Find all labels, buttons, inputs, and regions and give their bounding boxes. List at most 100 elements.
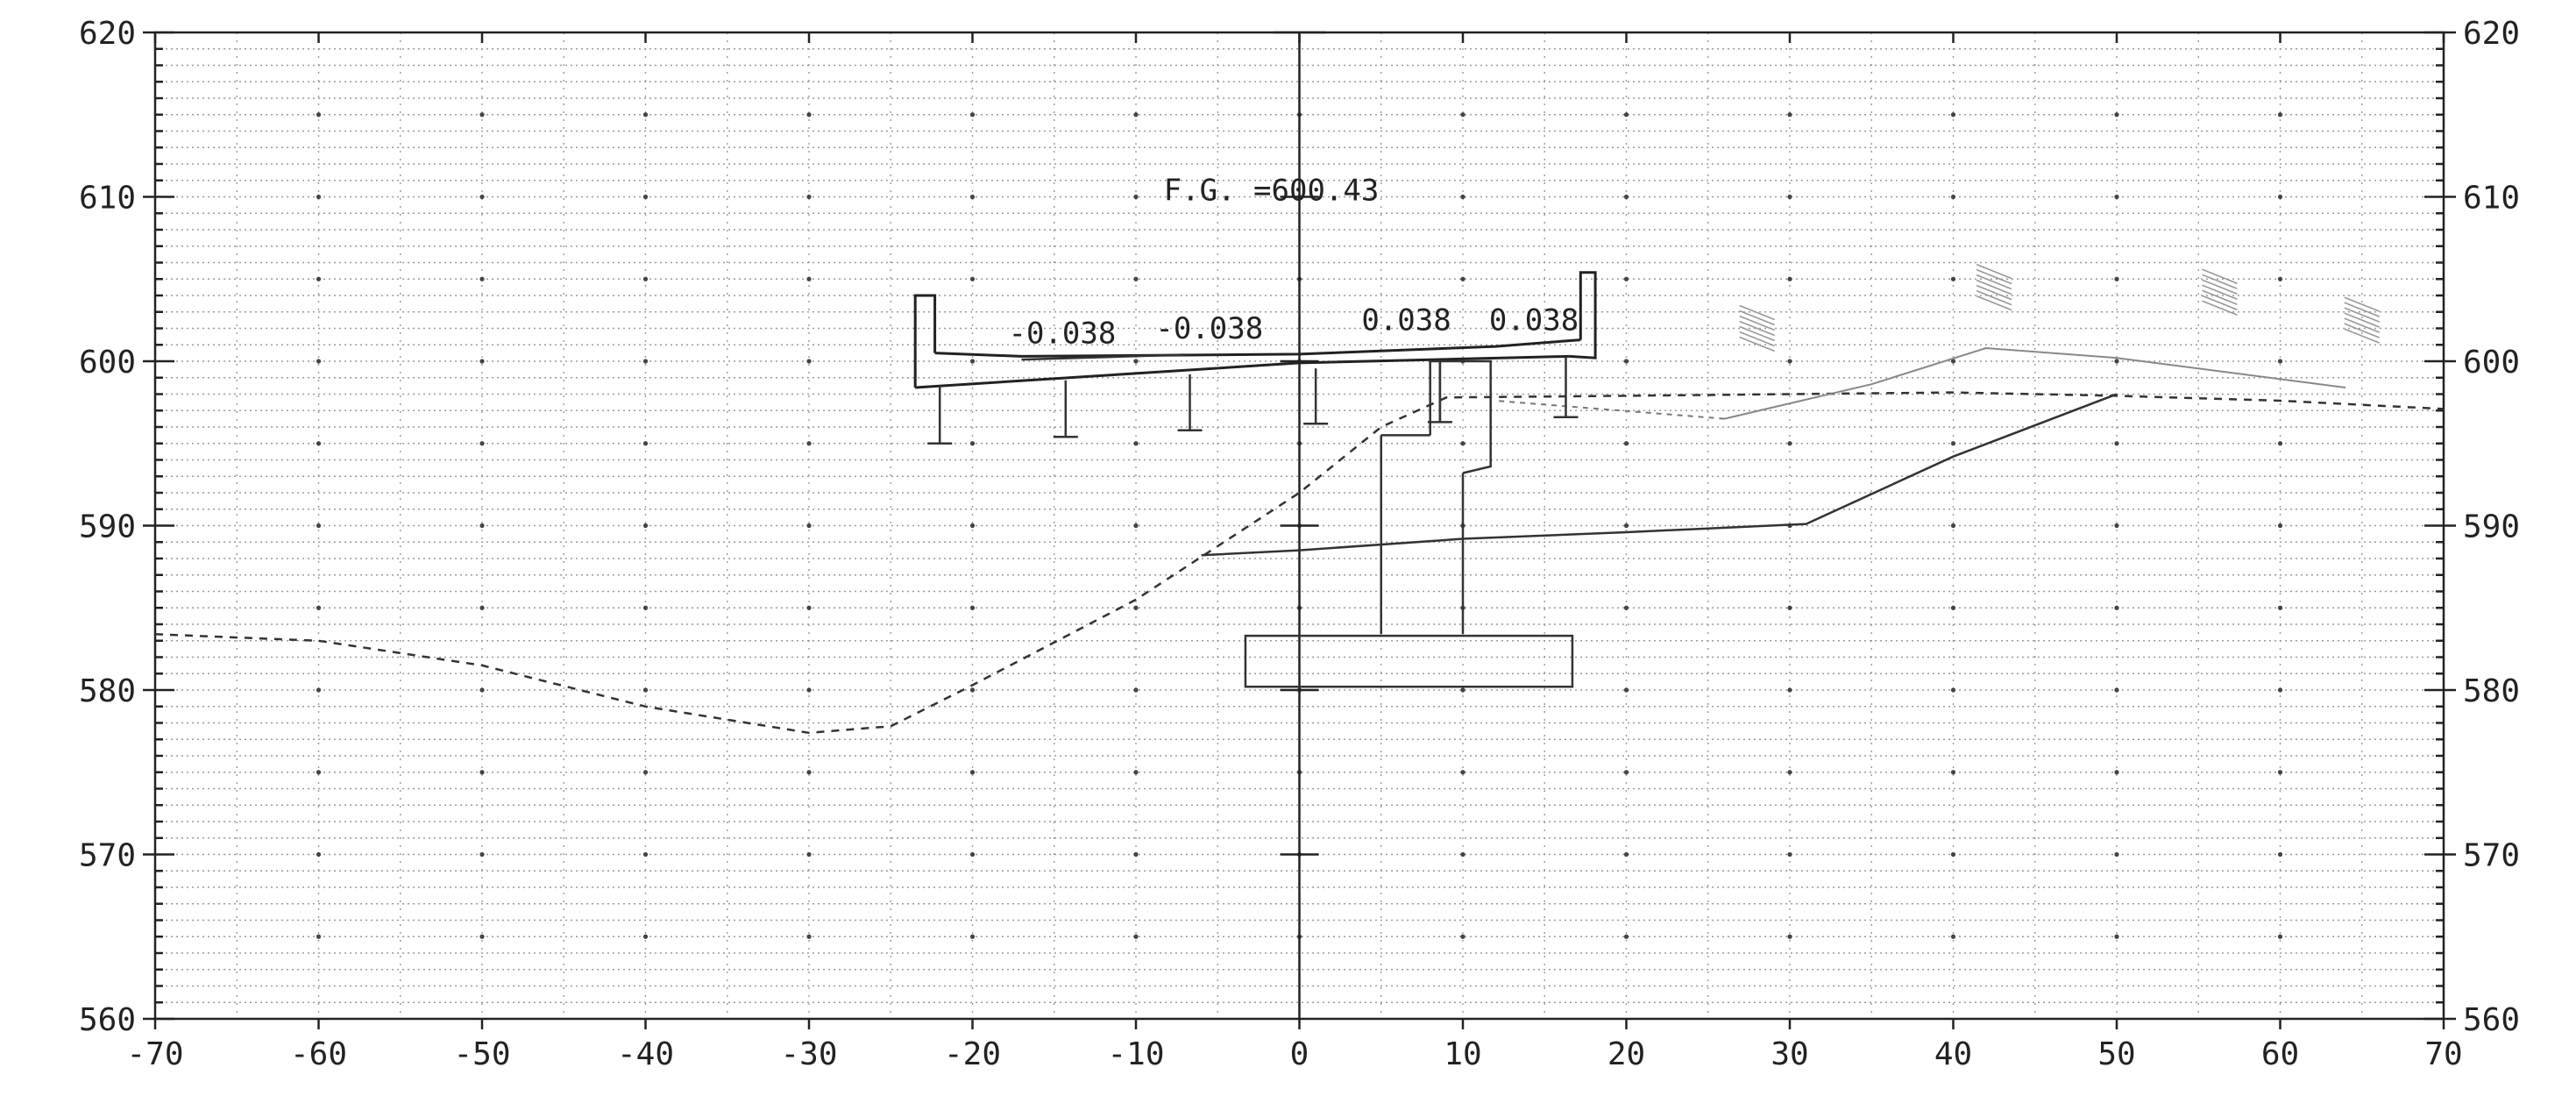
x-tick-label: -20 xyxy=(944,1036,1001,1072)
grid-dot xyxy=(1950,441,1956,446)
grid-dot xyxy=(316,276,322,281)
grid-dot xyxy=(316,851,322,858)
y-tick-label: 560 xyxy=(79,1002,136,1038)
stamp-stroke xyxy=(2344,302,2381,317)
stamp-stroke xyxy=(1739,310,1775,326)
grid-dot xyxy=(1623,851,1629,858)
stamp-stroke xyxy=(1976,295,2012,311)
y-tick-label: 570 xyxy=(79,838,136,874)
grid-intersection-dots xyxy=(316,112,2283,939)
grid-dot xyxy=(2277,851,2283,858)
y-tick-label: 620 xyxy=(79,16,136,52)
grid-dot xyxy=(316,934,322,939)
grid-dot xyxy=(1950,851,1956,858)
slope-label: 0.038 xyxy=(1489,302,1579,338)
grid-dot xyxy=(1623,605,1629,610)
grid-dot xyxy=(479,851,485,858)
grid-dot xyxy=(1133,770,1139,775)
bridge-deck xyxy=(913,271,1597,445)
x-tick-label: -60 xyxy=(290,1036,347,1072)
stamp-stroke xyxy=(2202,279,2238,295)
y-tick-label: 590 xyxy=(2463,509,2520,545)
grid-dot xyxy=(969,276,976,281)
faint-ground-dashed-segment xyxy=(1495,400,1725,420)
stamp-stroke xyxy=(1739,336,1775,352)
stamp-stroke xyxy=(1739,304,1775,321)
grid-dot xyxy=(1133,851,1139,858)
grid-dot xyxy=(1787,605,1792,610)
grid-dot xyxy=(316,359,322,364)
grid-dot xyxy=(1623,934,1629,939)
stamp-mark xyxy=(2202,268,2238,316)
grid-dot xyxy=(806,934,812,939)
slope-label: -0.038 xyxy=(1009,316,1117,351)
stamp-stroke xyxy=(1976,284,2012,301)
stamp-stroke xyxy=(2202,274,2238,289)
grid-dot xyxy=(1133,359,1139,364)
grid-dot xyxy=(1133,687,1139,693)
faint-ground-line xyxy=(1724,346,2346,420)
stamp-stroke xyxy=(2344,317,2381,333)
stamp-stroke xyxy=(1739,320,1775,337)
grid-dot xyxy=(2277,687,2283,693)
grid-dot xyxy=(1133,441,1139,446)
x-tick-label: 10 xyxy=(1444,1036,1481,1072)
x-tick-label: -10 xyxy=(1107,1036,1164,1072)
grid-dot xyxy=(316,523,322,529)
y-tick-label: 580 xyxy=(2463,673,2520,709)
grid-dot xyxy=(642,687,649,693)
grid-dot xyxy=(1623,441,1629,446)
grid-dot xyxy=(1950,276,1956,281)
stamp-stroke xyxy=(2344,312,2381,328)
stamp-stroke xyxy=(2344,323,2381,338)
grid-dot xyxy=(316,112,322,117)
grid-dot xyxy=(969,605,976,610)
grid-dot xyxy=(2277,112,2283,117)
x-tick-label: 40 xyxy=(1934,1036,1972,1072)
grid-dot xyxy=(479,194,485,200)
grid-dot xyxy=(1950,194,1956,200)
grid-dot xyxy=(642,934,649,939)
grid-dot xyxy=(1623,112,1629,117)
grid-dot xyxy=(2114,605,2119,610)
grid-dot xyxy=(2114,441,2119,446)
grid-dot xyxy=(806,276,812,281)
grid-dot xyxy=(642,851,649,858)
y-tick-label: 620 xyxy=(2463,16,2520,52)
stamp-mark xyxy=(2344,296,2381,344)
grid-dot xyxy=(2114,112,2119,117)
girders xyxy=(927,356,1579,445)
grid-dot xyxy=(479,359,485,364)
grid-dot xyxy=(1460,441,1465,446)
grid-dot xyxy=(2277,194,2283,200)
grid-dot xyxy=(1787,770,1792,775)
stamp-stroke xyxy=(2202,300,2238,316)
grid-dot xyxy=(1950,112,1956,117)
grid-dot xyxy=(806,112,812,117)
grid-dot xyxy=(2277,523,2283,529)
grid-dot xyxy=(806,359,812,364)
grid-dot xyxy=(316,770,322,775)
y-tick-label: 560 xyxy=(2463,1002,2520,1038)
grid-dot xyxy=(1460,687,1465,693)
grid-dot xyxy=(2114,523,2119,529)
grid-dot xyxy=(479,112,485,117)
right-barrier xyxy=(1569,271,1597,359)
pier xyxy=(1244,359,1574,688)
stamp-stroke xyxy=(1976,263,2012,280)
deck-top-surface xyxy=(934,338,1581,358)
grid-dot xyxy=(1623,359,1629,364)
grid-dot xyxy=(2114,770,2119,775)
grid-dot xyxy=(2114,359,2119,364)
grid-dot xyxy=(1133,523,1139,529)
grid-dot xyxy=(969,359,976,364)
grid-dot xyxy=(479,523,485,529)
grid-dot xyxy=(806,441,812,446)
axis-ticks xyxy=(143,31,2456,1029)
stamp-stroke xyxy=(1739,315,1775,331)
grid-dot xyxy=(2277,605,2283,610)
x-tick-label: 60 xyxy=(2261,1036,2299,1072)
grid-dot xyxy=(1623,194,1629,200)
